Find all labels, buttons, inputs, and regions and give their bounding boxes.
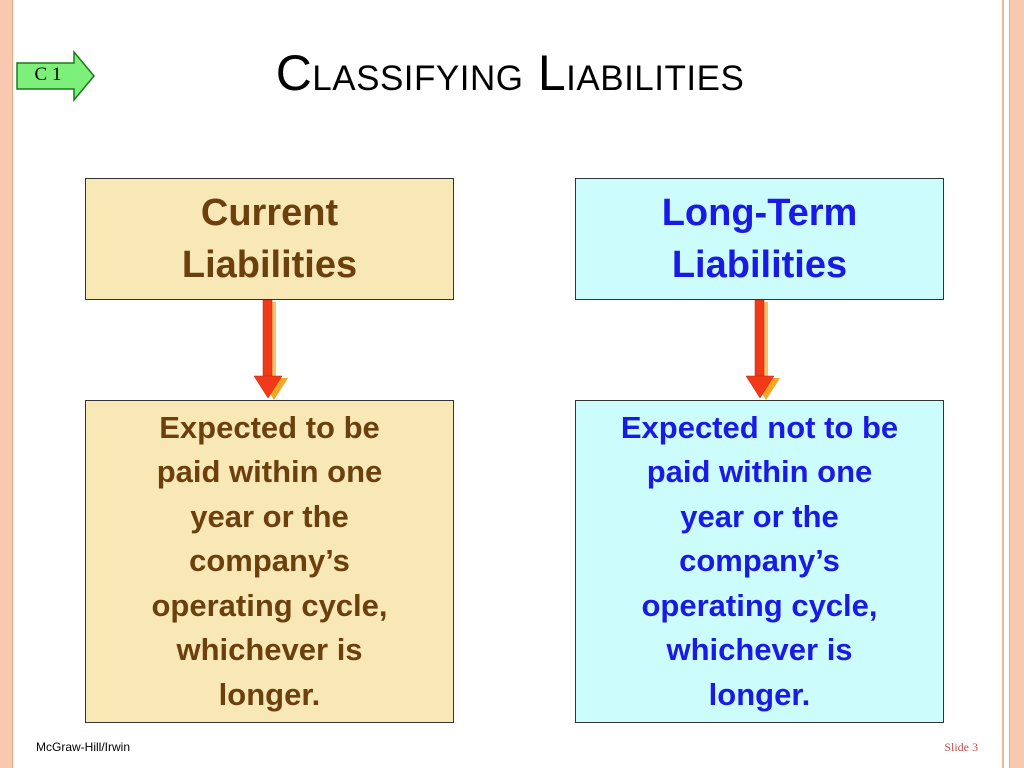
longterm-heading-line: Long-Term: [661, 192, 858, 234]
longterm-description-line: longer.: [708, 676, 811, 712]
longterm-description-line: whichever is: [666, 632, 853, 668]
slide-frame-right-line: [1002, 0, 1004, 768]
current-description-line: whichever is: [176, 632, 363, 668]
slide-number: Slide 3: [944, 740, 978, 754]
slide-frame-left: [0, 0, 13, 768]
longterm-description-line: operating cycle,: [641, 587, 878, 623]
objective-tag-label: C 1: [34, 64, 62, 85]
slide-title: Classifying Liabilities: [275, 45, 745, 101]
objective-tag: C 1: [16, 50, 96, 102]
current-description-line: year or the: [190, 498, 349, 534]
current-description-line: Expected to be: [159, 409, 380, 445]
longterm-description-line: company’s: [679, 543, 840, 579]
longterm-heading-line: Liabilities: [671, 244, 848, 286]
longterm-liabilities-description-box: Expected not to be paid within one year …: [575, 400, 944, 723]
publisher-footer: McGraw-Hill/Irwin: [36, 740, 130, 754]
longterm-description-line: Expected not to be: [620, 409, 899, 445]
current-liabilities-heading-box: Current Liabilities: [85, 178, 454, 300]
current-heading-line: Current: [200, 192, 339, 234]
longterm-description-line: year or the: [680, 498, 839, 534]
current-description-line: operating cycle,: [151, 587, 388, 623]
current-liabilities-description-box: Expected to be paid within one year or t…: [85, 400, 454, 723]
arrow-tag-icon: [16, 50, 95, 102]
down-arrow-icon: [253, 300, 288, 400]
current-description-line: company’s: [189, 543, 350, 579]
longterm-liabilities-heading-box: Long-Term Liabilities: [575, 178, 944, 300]
current-heading-line: Liabilities: [181, 244, 358, 286]
slide-frame-right: [1009, 0, 1024, 768]
down-arrow-icon: [745, 300, 780, 400]
longterm-description-line: paid within one: [646, 454, 873, 490]
current-description-line: longer.: [218, 676, 321, 712]
current-description-line: paid within one: [156, 454, 383, 490]
